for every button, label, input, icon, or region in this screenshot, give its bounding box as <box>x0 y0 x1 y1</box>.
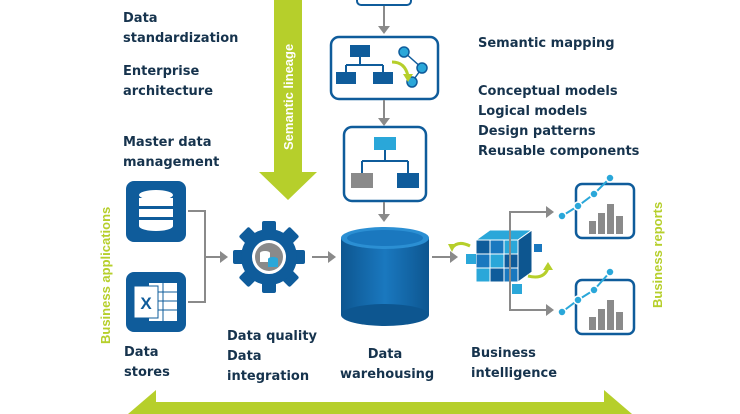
semantic-mapping-icon <box>329 35 440 101</box>
connector-arrowhead <box>328 251 336 263</box>
note-master-data-management: Master data management <box>123 135 220 170</box>
note-model-list: Conceptual models Logical models Design … <box>478 82 639 162</box>
report-chart-icon <box>557 173 636 240</box>
reports-connector <box>509 206 554 316</box>
note-enterprise-architecture: Enterprise architecture <box>123 64 214 99</box>
gear-icon <box>233 221 305 293</box>
stores-connector <box>188 210 228 303</box>
database-icon <box>126 181 186 242</box>
olap-cube-icon <box>448 229 553 294</box>
list-item: Conceptual models <box>478 84 618 99</box>
stage-data-stores: Data stores <box>124 345 170 380</box>
bottom-double-arrow <box>128 390 632 414</box>
list-item: Logical models <box>478 104 588 119</box>
connector-arrowhead <box>378 214 390 222</box>
connector-arrowhead <box>450 251 458 263</box>
connector-arrowhead <box>378 118 390 126</box>
business-applications-label: Business applications <box>98 207 113 344</box>
spreadsheet-icon: X <box>126 272 186 332</box>
report-chart-icon <box>557 267 636 336</box>
list-item: Reusable components <box>478 144 640 159</box>
semantic-lineage-label: Semantic lineage <box>281 44 296 150</box>
data-warehouse-icon <box>341 227 429 326</box>
stage-data-warehousing: Data warehousing <box>340 347 435 382</box>
stage-business-intelligence: Business intelligence <box>471 346 558 381</box>
note-semantic-mapping: Semantic mapping <box>478 36 615 51</box>
note-data-standardization: Data standardization <box>123 11 239 46</box>
hierarchy-model-icon <box>342 125 428 203</box>
excel-letter: X <box>140 294 152 313</box>
top-model-box <box>356 0 412 6</box>
list-item: Design patterns <box>478 124 596 139</box>
connector-arrowhead <box>378 26 390 34</box>
stage-data-quality: Data quality Data integration <box>227 329 318 384</box>
semantic-lineage-arrow: Semantic lineage <box>259 0 317 200</box>
business-reports-label: Business reports <box>650 202 665 308</box>
